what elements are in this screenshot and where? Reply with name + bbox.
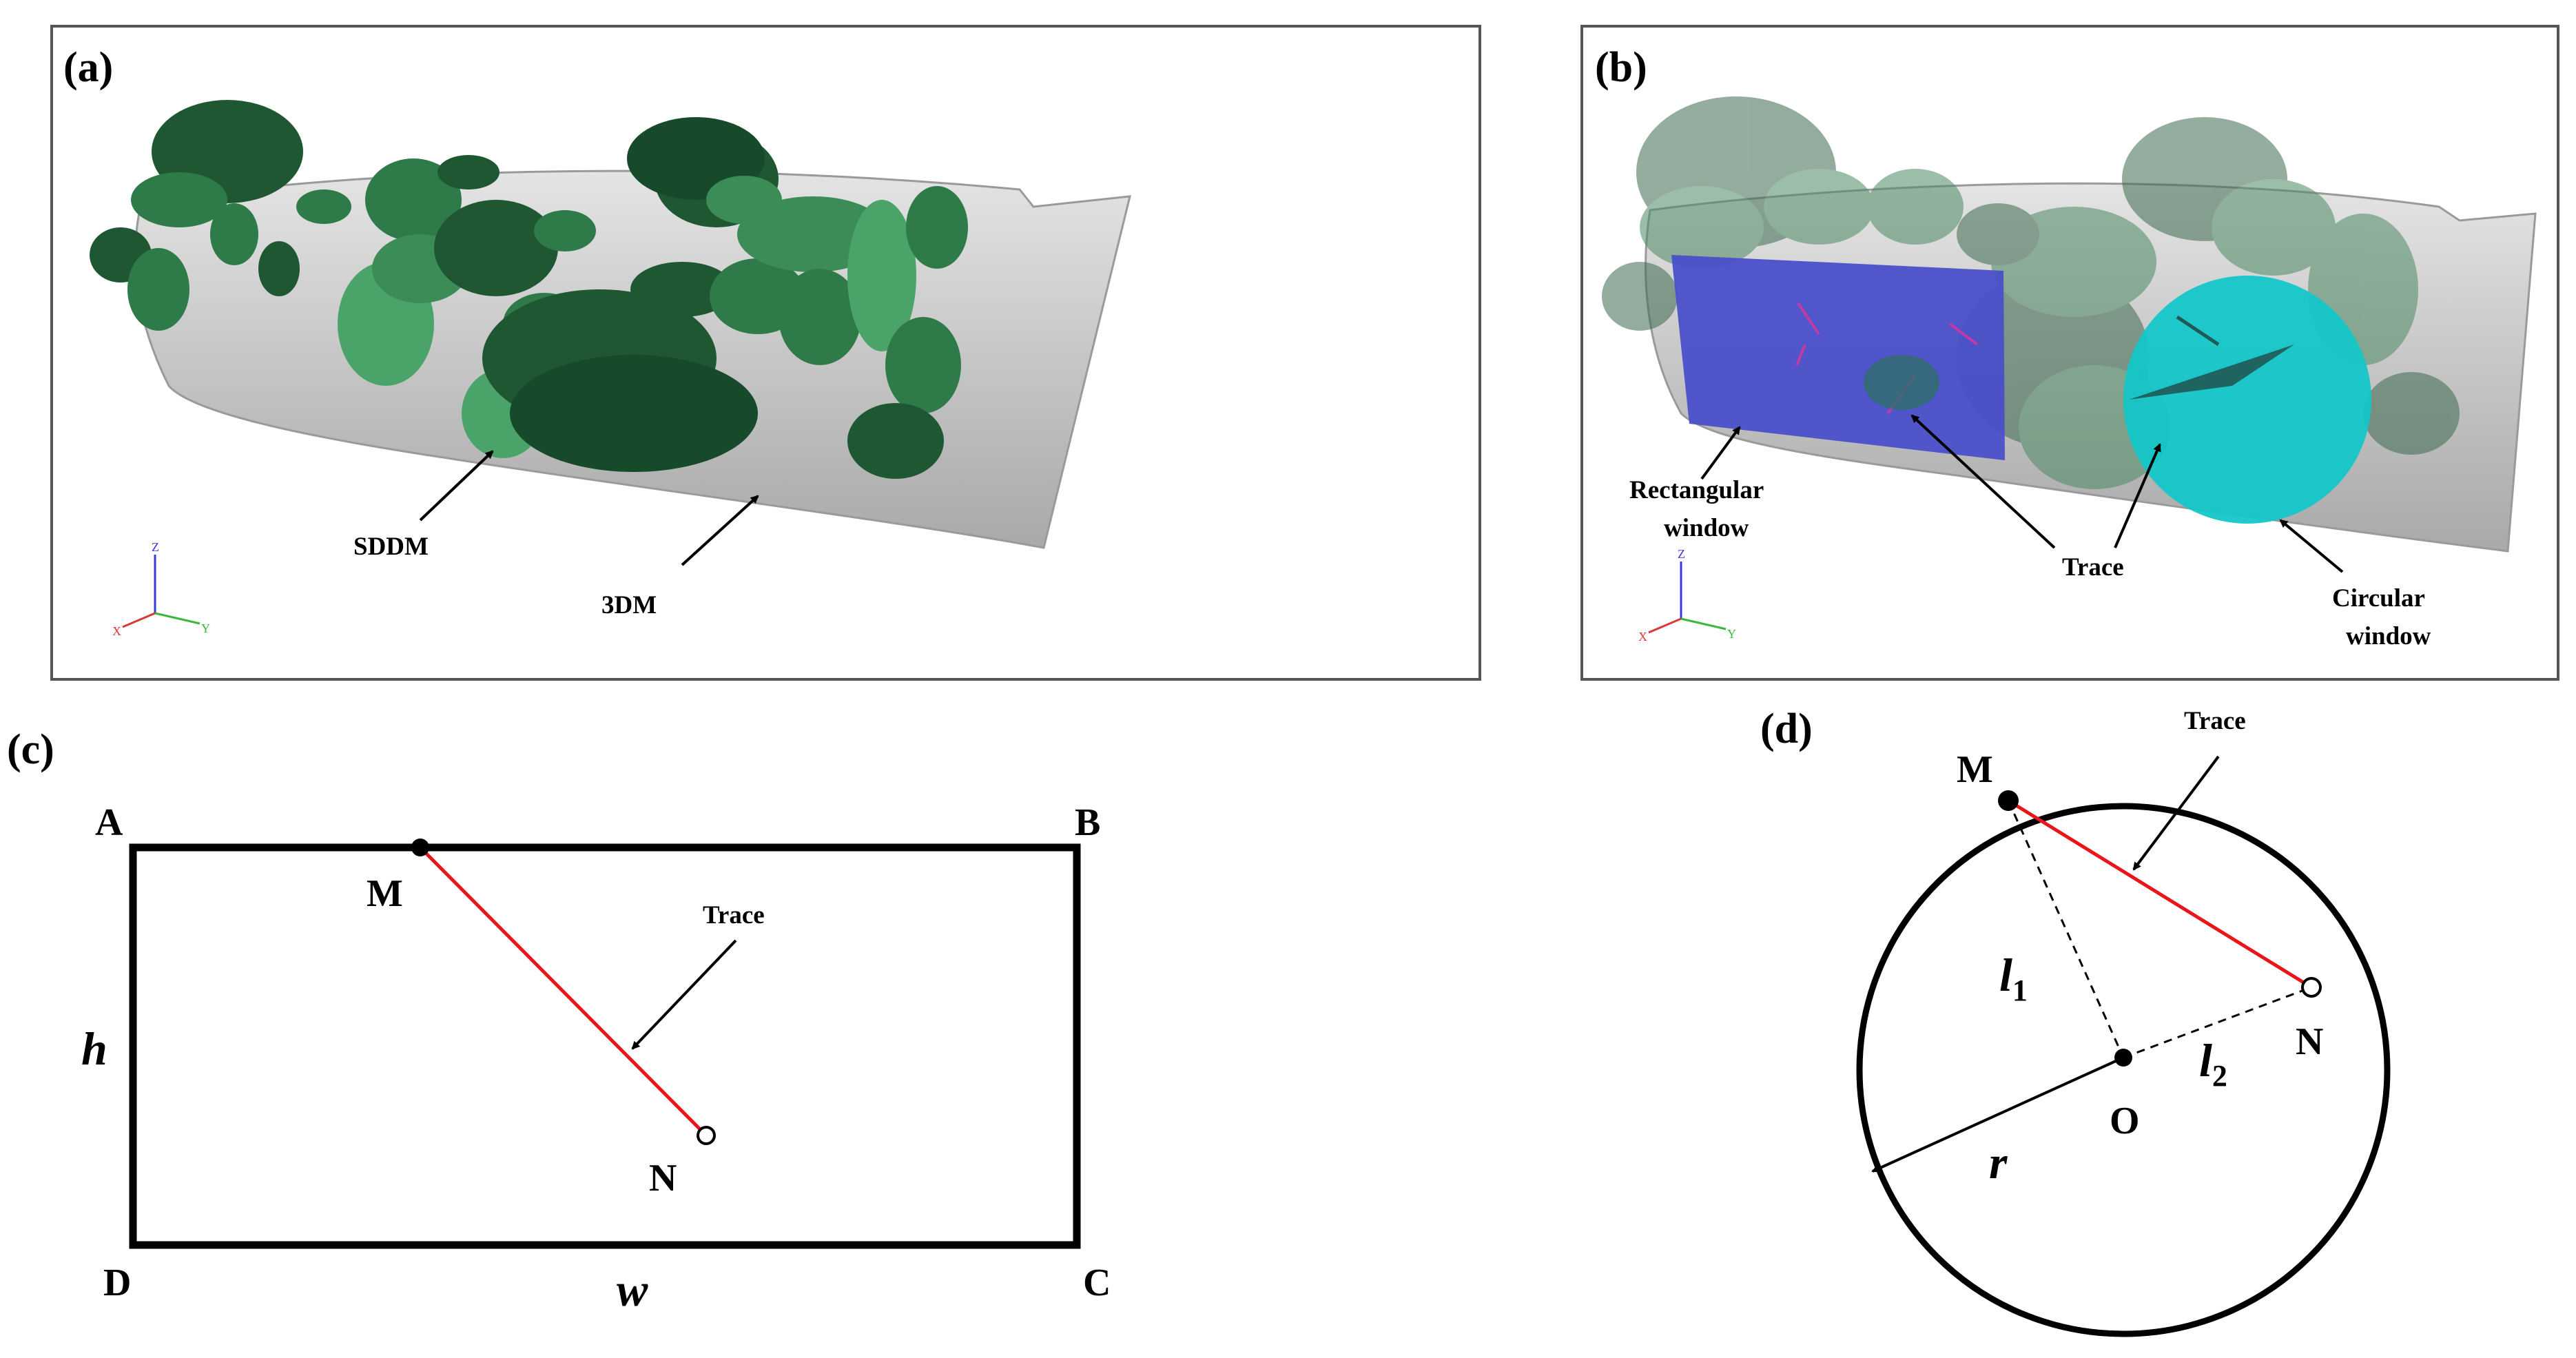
circ-window-label-1: Circular [2332,584,2425,613]
point-m-c [411,839,429,856]
height-label: h [81,1022,107,1075]
radius-l1 [2007,800,2125,1058]
circ-window-label-2: window [2346,622,2431,650]
axis-z-label: Z [152,540,159,554]
trace-line-c [419,846,708,1137]
vertex-c: C [1083,1262,1111,1304]
axis-triad: Z X Y [112,540,210,638]
fracture-discs-transparent [1602,96,2460,489]
panel-c-label: (c) [7,726,54,773]
vertex-d: D [103,1262,131,1304]
panel-a: Z X Y (a) SDDM 3DM [50,25,1481,681]
circular-window-diagram [1856,803,2391,1337]
panel-b-label: (b) [1595,44,1647,91]
panel-b: Z X Y (b) Rectangular window Trace Circu… [1580,25,2559,681]
width-label: w [617,1264,648,1316]
trace-arrow-d [2132,755,2220,871]
vertex-b: B [1075,801,1100,844]
panel-d: (d) M N O Trace r l1 l2 [1760,706,2391,1337]
axis-y-label: Y [201,621,210,635]
panel-d-label: (d) [1760,706,1813,752]
vertex-a: A [95,801,123,844]
circ-window-arrow [2279,519,2344,573]
sddm-arrow [419,450,494,522]
3dm-arrow [681,495,759,566]
window-fracture [1864,355,1939,410]
circular-window [2123,276,2371,524]
radius-l2 [2123,986,2312,1059]
trace-arrow-right [2114,443,2161,548]
axis-y-label-b: Y [1727,627,1736,641]
sddm-label: SDDM [353,533,429,561]
panel-a-label: (a) [63,44,113,91]
l2-label: l2 [2199,1034,2227,1093]
axis-triad-b: Z X Y [1638,547,1736,644]
3dm-label: 3DM [601,591,657,619]
point-n-label-d: N [2296,1020,2323,1063]
point-n-d [2301,977,2322,998]
point-m-d [1998,790,2019,811]
axis-x-label: X [112,624,121,638]
trace-label-c: Trace [703,901,765,929]
point-m-label-d: M [1957,748,1993,791]
rect-window-arrow [1700,426,1741,480]
rect-window-label-1: Rectangular [1629,476,1764,504]
rect-window-label-2: window [1664,514,1749,542]
trace-arrow-left [1910,414,2056,549]
point-m-label-c: M [367,872,403,915]
axis-z-label-b: Z [1678,547,1685,561]
trace-label-d: Trace [2184,707,2246,735]
radius-r-arrow [1871,1056,2124,1173]
trace-arrow-c [631,939,737,1050]
point-n-label-c: N [649,1157,677,1200]
trace-line-d [2007,799,2313,989]
rectangular-window-diagram [129,843,1081,1249]
point-n-c [697,1126,716,1145]
rectangular-window [1671,255,2005,460]
trace-label-b: Trace [2062,553,2124,582]
panel-c: (c) A B D C h w M N Trace [7,726,1111,1316]
radius-r-label: r [1989,1136,2008,1189]
axis-x-label-b: X [1638,630,1647,644]
circle-traces [2129,315,2294,400]
l1-label: l1 [1999,949,2028,1007]
fracture-discs [90,100,968,479]
point-o-label: O [2110,1100,2140,1142]
